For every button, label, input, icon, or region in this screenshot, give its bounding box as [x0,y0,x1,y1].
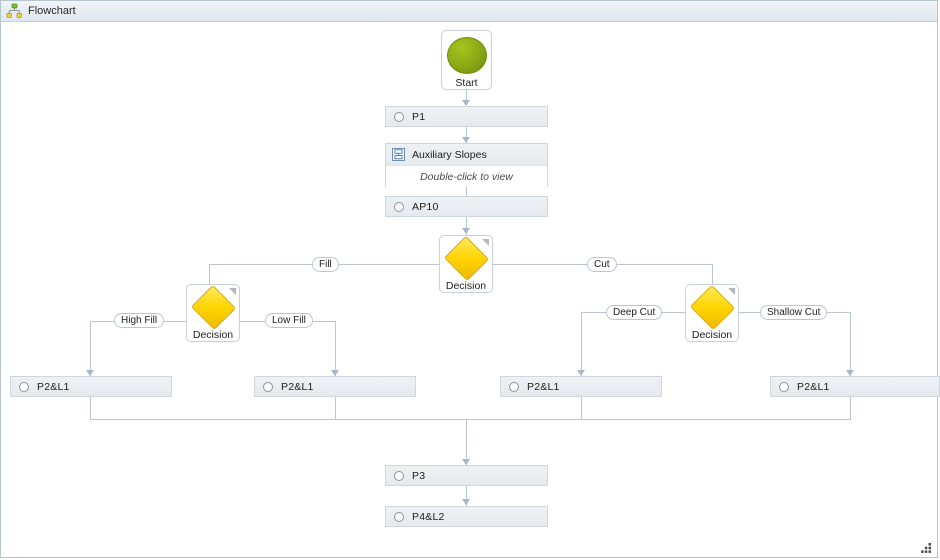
collapse-corner-icon[interactable] [728,288,735,295]
arrowhead-high-fill [86,370,94,376]
edge-label-cut[interactable]: Cut [587,257,617,272]
auxiliary-slopes-header[interactable]: Auxiliary Slopes [386,144,547,166]
node-p1[interactable]: P1 [385,106,548,127]
collapse-corner-icon[interactable] [229,288,236,295]
arrowhead-p3-to-p4l2 [462,499,470,505]
arrowhead-low-fill [331,370,339,376]
window-title: Flowchart [28,5,76,17]
node-decision-fill-label: Decision [192,329,234,341]
circle-bullet-icon [394,201,404,212]
node-p2l1-low-fill-label: P2&L1 [281,380,314,393]
node-start-label: Start [455,77,478,89]
node-decision-fill[interactable]: Decision [186,284,240,342]
connector-merge-to-p3 [466,419,467,466]
circle-bullet-icon [394,111,404,122]
collapse-corner-icon[interactable] [482,239,489,246]
circle-bullet-icon [509,381,519,392]
node-p2l1-shallow-cut[interactable]: P2&L1 [770,376,940,397]
connector-p3-to-p4l2 [466,486,467,506]
edge-label-fill[interactable]: Fill [312,257,339,272]
green-circle-icon [446,37,487,74]
connector-aux-to-ap10 [466,187,467,203]
connector-low-fill-down [335,321,336,377]
node-p2l1-deep-cut-label: P2&L1 [527,380,560,393]
subprocess-icon [392,148,405,161]
arrowhead-shallow-cut [846,370,854,376]
resize-grip-icon[interactable] [920,541,932,553]
node-ap10[interactable]: AP10 [385,196,548,217]
node-p2l1-deep-cut[interactable]: P2&L1 [500,376,662,397]
edge-label-low-fill[interactable]: Low Fill [265,313,313,328]
connector-shallow-cut-down [850,312,851,377]
edge-label-deep-cut[interactable]: Deep Cut [606,305,663,320]
circle-bullet-icon [394,470,404,481]
connector-cut-down [712,264,713,294]
edge-label-shallow-cut[interactable]: Shallow Cut [760,305,828,320]
node-p2l1-low-fill[interactable]: P2&L1 [254,376,416,397]
circle-bullet-icon [394,511,404,522]
arrowhead-start-to-p1 [462,100,470,106]
window-title-bar: Flowchart [1,1,937,22]
connector-merge-drop-3 [581,396,582,419]
circle-bullet-icon [19,381,29,392]
node-auxiliary-slopes[interactable]: Auxiliary Slopes Double-click to view [385,143,548,187]
connector-merge-drop-1 [90,396,91,419]
connector-start-to-p1 [466,89,467,105]
node-p1-label: P1 [412,110,426,123]
edge-label-high-fill[interactable]: High Fill [114,313,165,328]
node-p2l1-shallow-cut-label: P2&L1 [797,380,830,393]
node-p2l1-high-fill-label: P2&L1 [37,380,70,393]
node-p4l2[interactable]: P4&L2 [385,506,548,527]
connector-merge-bus [90,419,851,420]
node-p2l1-high-fill[interactable]: P2&L1 [10,376,172,397]
node-ap10-label: AP10 [412,200,439,213]
auxiliary-slopes-title: Auxiliary Slopes [412,148,487,161]
connector-merge-drop-4 [850,396,851,419]
flowchart-canvas[interactable]: Start P1 Auxiliary Slopes [1,22,940,557]
connector-ap10-to-decision [466,217,467,235]
node-decision-cut-label: Decision [691,329,733,341]
arrowhead-merge-to-p3 [462,459,470,465]
flowchart-hierarchy-icon [6,3,22,19]
auxiliary-slopes-hint: Double-click to view [420,170,513,183]
auxiliary-slopes-body[interactable]: Double-click to view [386,166,547,187]
connector-high-fill-down [90,321,91,377]
circle-bullet-icon [779,381,789,392]
node-p3[interactable]: P3 [385,465,548,486]
node-p3-label: P3 [412,469,426,482]
arrowhead-p1-to-aux [462,137,470,143]
node-start[interactable]: Start [441,30,492,90]
node-decision-main-label: Decision [445,280,487,292]
arrowhead-ap10-to-decision [462,228,470,234]
node-decision-cut[interactable]: Decision [685,284,739,342]
connector-deep-cut-down [581,312,582,377]
circle-bullet-icon [263,381,273,392]
node-decision-main[interactable]: Decision [439,235,493,293]
node-p4l2-label: P4&L2 [412,510,445,523]
connector-merge-drop-2 [335,396,336,419]
connector-fill-down [209,264,210,294]
arrowhead-deep-cut [577,370,585,376]
connector-p1-to-aux [466,127,467,143]
